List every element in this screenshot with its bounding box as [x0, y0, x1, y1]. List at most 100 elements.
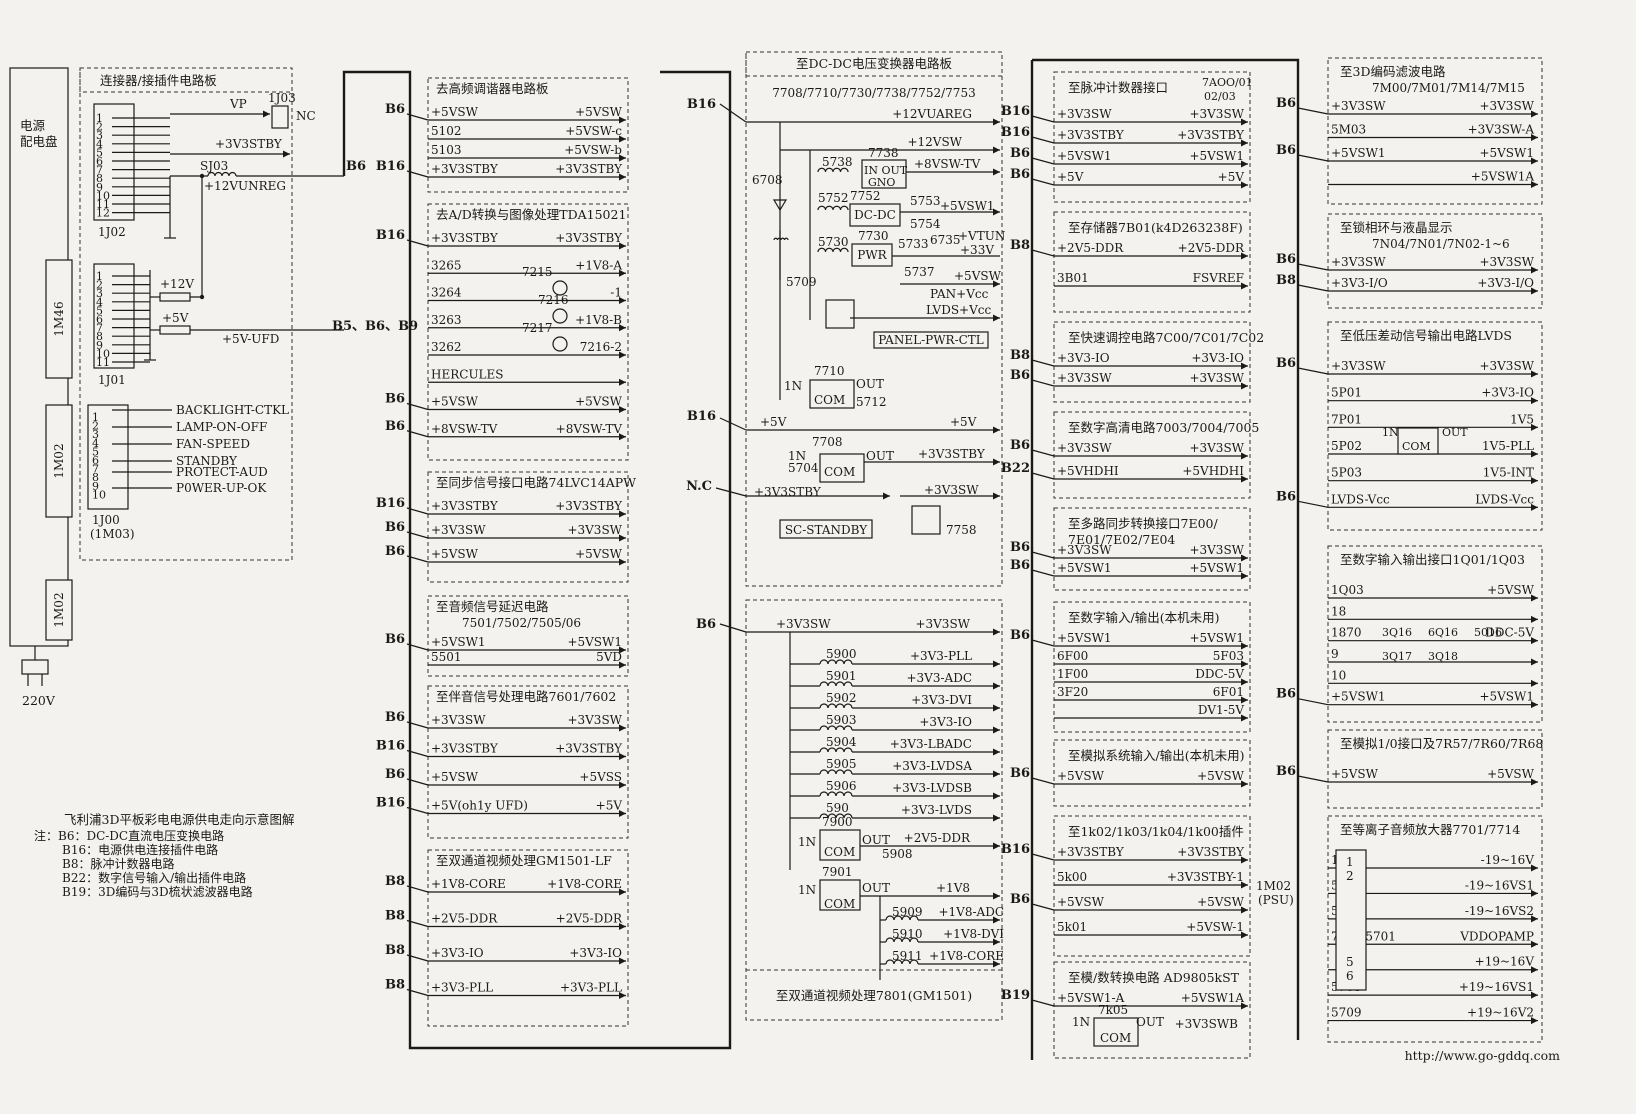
mains-voltage-label: 220V [22, 693, 56, 708]
col4-block-title-7: 至1k02/1k03/1k04/1k00插件 [1068, 824, 1244, 839]
dcdc-7710-com: COM [814, 393, 845, 407]
col5-0-rail-arrow-2 [1531, 157, 1538, 165]
col4-block-title2-4: 7E01/7E02/7E04 [1068, 532, 1175, 547]
arrow-head [993, 628, 1000, 636]
col5-1-bus-feed-1 [1297, 284, 1329, 292]
dcdc-5737: 5737 [904, 265, 935, 279]
inductor-coil [817, 167, 849, 173]
connector-board-title: 连接器/接插件电路板 [100, 73, 217, 88]
j00-signal-5: P0WER-UP-OK [176, 481, 267, 495]
col2-1-bus-feed-7 [406, 430, 429, 438]
inductor-coil [773, 237, 789, 241]
col2-0-rail-arrow-1 [619, 135, 626, 143]
video-7901-out: OUT [862, 881, 890, 895]
dcdc-pwr: PWR [857, 248, 887, 262]
col2-3-rail-right-0: +5VSW1 [567, 635, 622, 649]
col4-0-rail-left-1: +3V3STBY [1057, 128, 1125, 142]
col4-3-rail-arrow-0 [1241, 452, 1248, 460]
col4-6-rail-left-0: +5VSW [1057, 769, 1105, 783]
col2-0-bus-label-3: B16 [376, 159, 405, 174]
col2-0-rail-arrow-2 [619, 154, 626, 162]
col5-0-rail-right-1: +3V3SW-A [1468, 123, 1535, 137]
col4-2-rail-left-1: +3V3SW [1057, 371, 1112, 385]
col4-4-rail-arrow-0 [1241, 554, 1248, 562]
regulator-7900 [819, 829, 861, 861]
col2-0-rail-left-2: 5103 [431, 143, 462, 157]
col2-0-rail-right-2: +5VSW-b [564, 143, 622, 157]
col5-2-bus-label-0: B6 [1276, 356, 1296, 371]
col2-1-rail-right-3: +1V8-B [575, 313, 622, 327]
col5-2-rail-left-5: LVDS-Vcc [1331, 492, 1390, 506]
col4-0-rail-left-0: +3V3SW [1057, 107, 1112, 121]
col4-7-bus-feed-0 [1031, 853, 1055, 861]
col5-1-bus-feed-0 [1297, 263, 1329, 271]
col5-0-bus-feed-0 [1297, 107, 1329, 115]
col5-block-title-5: 至等离子音频放大器7701/7714 [1340, 822, 1520, 837]
col4-3-rail-arrow-1 [1241, 475, 1248, 483]
col5-2-rail-arrow-3 [1531, 450, 1538, 458]
mosfet-symbol [825, 299, 855, 329]
col5-part-3Q18: 3Q18 [1428, 650, 1458, 663]
col4-0-rail-left-3: +5V [1057, 170, 1084, 184]
col4-4-bus-feed-0 [1031, 551, 1055, 559]
dcdc-bus-b16-mid: B16 [687, 409, 716, 424]
col5-1-bus-label-0: B6 [1276, 252, 1296, 267]
col4-0-bus-feed-3 [1031, 178, 1055, 186]
col4-0-bus-feed-0 [1031, 115, 1055, 123]
dcdc-vtun: +VTUN [958, 229, 1005, 243]
arrow-head [993, 426, 1000, 434]
video-coil-6: 5906 [826, 779, 857, 793]
j00-pin-7: 7 [92, 463, 99, 476]
col5-block-2 [1327, 321, 1543, 531]
col5-pin-1: 1 [1346, 855, 1354, 869]
regulator-7708 [819, 453, 865, 483]
dcdc-7710: 7710 [814, 364, 845, 378]
dcdc-stby-in: +3V3STBY [754, 485, 822, 499]
col2-1-rail-arrow-5 [619, 378, 626, 386]
col2-1-rail-left-6: +5VSW [431, 395, 479, 409]
col5-2-rail-left-4: 5P03 [1331, 466, 1362, 480]
col2-block-1 [427, 203, 629, 461]
col2-4-rail-right-2: +5VSS [579, 770, 622, 784]
col2-5-bus-label-2: B8 [385, 943, 405, 958]
col2-1-rail-left-0: +3V3STBY [431, 231, 499, 245]
col2-4-bus-label-2: B6 [385, 767, 405, 782]
col5-0-bus-label-0: B6 [1276, 96, 1296, 111]
video-coil-7: 590 [826, 801, 849, 815]
connector-1j03 [271, 105, 289, 129]
video-tail-coil-2: 5911 [892, 949, 923, 963]
col4-6-rail-right-0: +5VSW [1197, 769, 1245, 783]
col4-0-rail-arrow-1 [1241, 139, 1248, 147]
col2-2-rail-left-1: +3V3SW [431, 523, 486, 537]
arrow-head [993, 842, 1000, 850]
col2-1-rail-left-3: 3263 [431, 313, 462, 327]
col4-2-bus-label-1: B6 [1010, 368, 1030, 383]
j03-name: 1J03 [268, 91, 296, 105]
col4-reg-r: +3V3SWB [1175, 1017, 1239, 1031]
col2-block-0 [427, 77, 629, 193]
col4-block-0 [1053, 71, 1251, 203]
col4-0-bus-feed-1 [1031, 136, 1055, 144]
col2-0-rail-right-0: +5VSW [575, 105, 623, 119]
dcdc-5730: 5730 [818, 235, 849, 249]
col4-4-bus-label-0: B6 [1010, 540, 1030, 555]
col4-7-rail-arrow-0 [1241, 856, 1248, 864]
dcdc-inout: IN OUT [864, 164, 908, 177]
main-bus-1 [342, 70, 732, 1050]
col4-6-bus-label-0: B6 [1010, 766, 1030, 781]
col5-part-3Q17: 3Q17 [1382, 650, 1412, 663]
col4-6-bus-feed-0 [1031, 777, 1055, 785]
inductor-coil [885, 937, 919, 943]
video-5908: 5908 [882, 847, 913, 861]
col5-5-rail-arrow-3 [1531, 940, 1538, 948]
col5-3-rail-left-3: 9 [1331, 647, 1339, 661]
video-coil-3: 5903 [826, 713, 857, 727]
col4-7-bus-feed-2 [1031, 903, 1055, 911]
col2-0-bus-feed-0 [406, 113, 429, 121]
col2-1-rail-arrow-7 [619, 433, 626, 441]
col2-3-rail-arrow-1 [619, 661, 626, 669]
col5-part-3Q16: 3Q16 [1382, 626, 1412, 639]
col4-block-1 [1053, 211, 1251, 313]
col2-0-rail-right-3: +3V3STBY [555, 162, 623, 176]
video-coil-5: 5905 [826, 757, 857, 771]
